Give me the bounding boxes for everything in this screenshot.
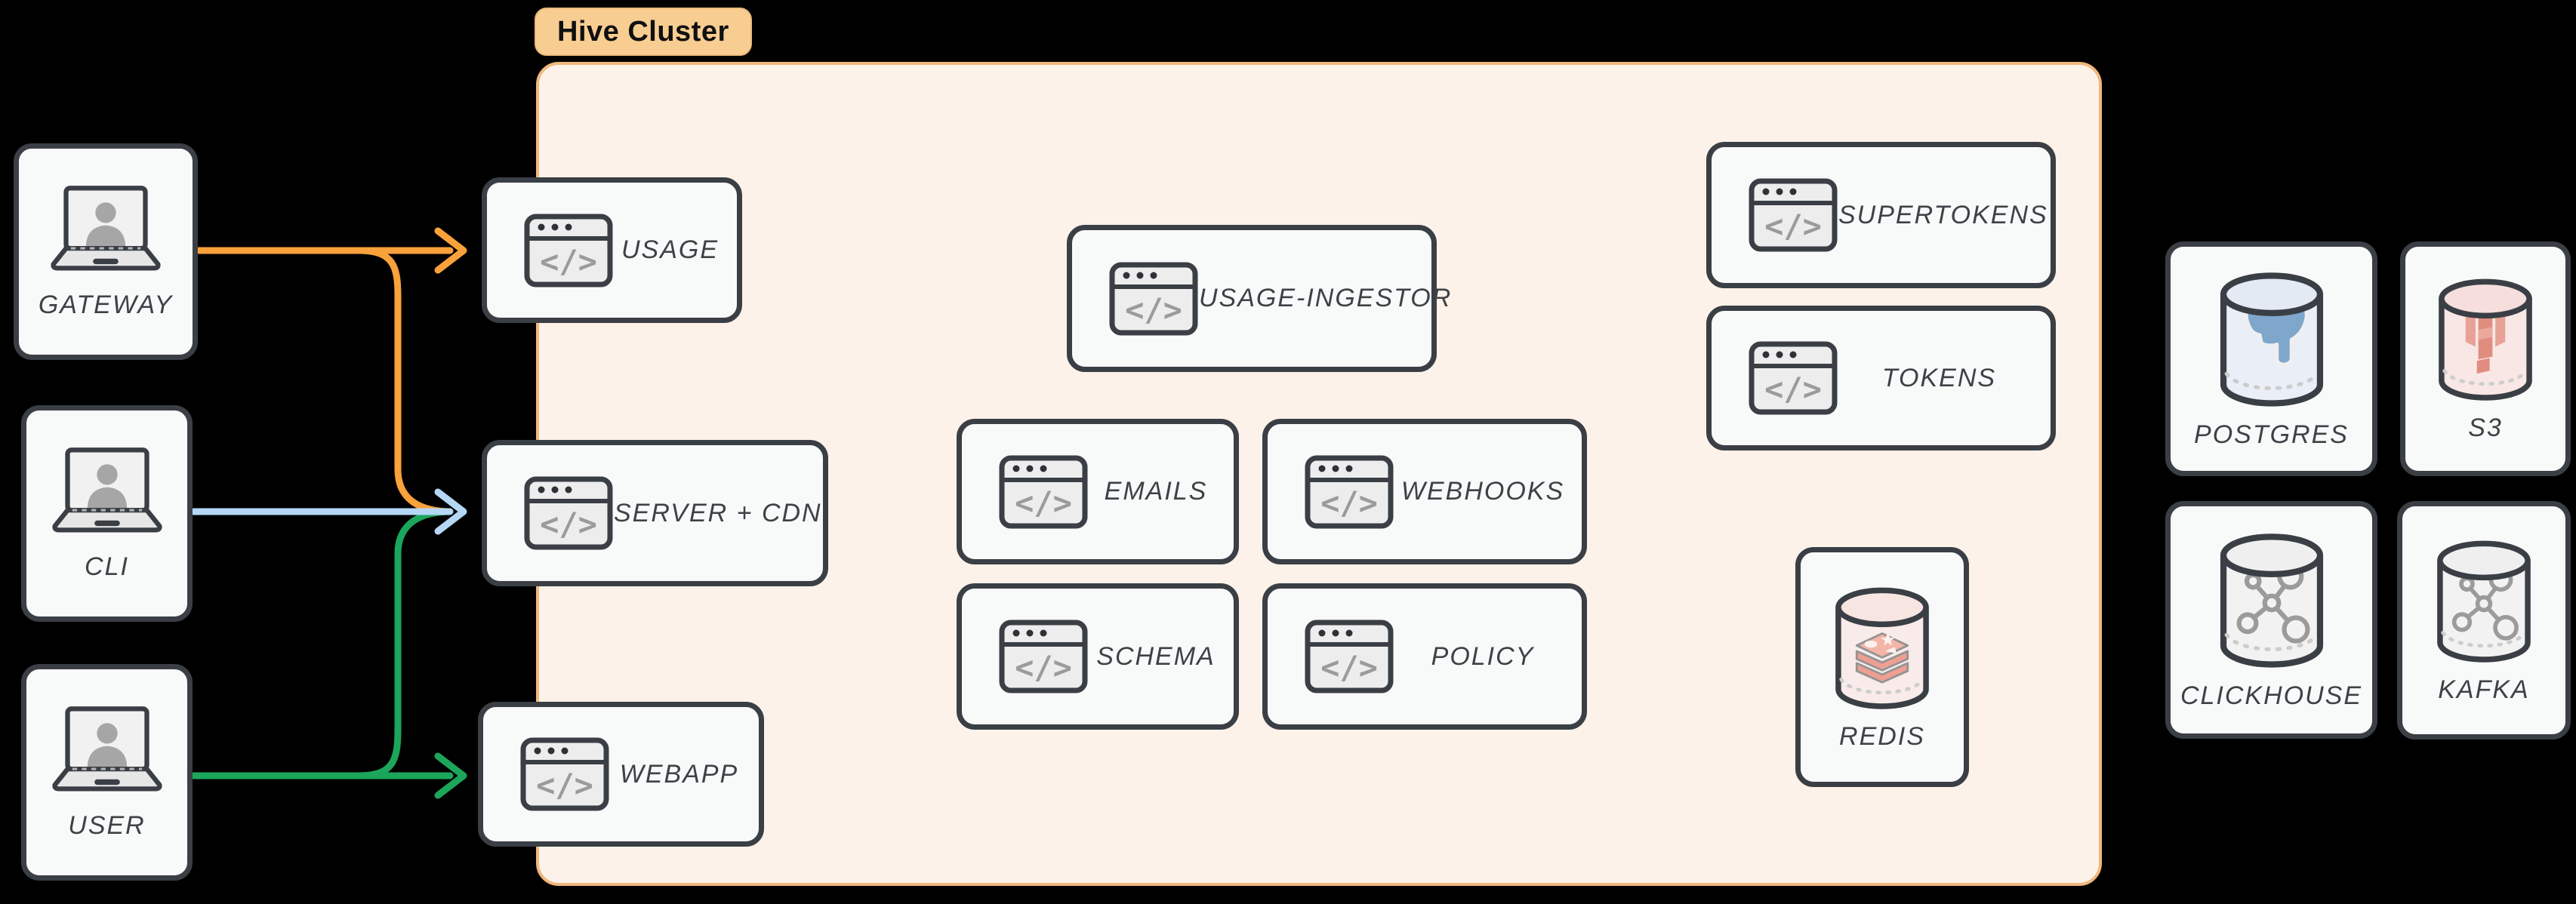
node-kafka[interactable]: KAFKA [2397,501,2571,739]
laptop-user-icon [42,183,170,278]
node-label: TOKENS [1881,363,1997,392]
node-tokens[interactable]: TOKENS [1706,306,2056,450]
flow-cli-to-server [190,488,467,535]
s3-database-icon [2428,275,2543,409]
node-policy[interactable]: POLICY [1262,583,1587,730]
node-label: EMAILS [1104,477,1208,506]
node-emails[interactable]: EMAILS [957,419,1239,564]
node-cli[interactable]: CLI [21,405,193,622]
node-usage[interactable]: USAGE [482,177,742,323]
flow-user-to-webapp-and-server [190,508,467,799]
code-window-icon [519,736,610,812]
node-label: POLICY [1431,641,1535,671]
node-server-cdn[interactable]: SERVER + CDN [482,440,828,586]
code-window-icon [1748,340,1838,416]
node-label: WEBHOOKS [1400,477,1565,506]
laptop-user-icon [43,445,171,540]
node-label: USAGE [621,235,719,264]
code-window-icon [1304,454,1394,530]
node-label: S3 [2468,414,2503,442]
molecule-database-icon [2427,537,2541,671]
node-label: SERVER + CDN [614,498,822,527]
node-label: USER [68,811,146,840]
molecule-database-icon [2208,529,2335,677]
node-clickhouse[interactable]: CLICKHOUSE [2165,501,2377,739]
node-webapp[interactable]: WEBAPP [478,702,764,847]
node-supertokens[interactable]: SUPERTOKENS [1706,142,2056,288]
code-window-icon [1748,177,1838,253]
node-user[interactable]: USER [21,664,193,881]
node-usage-ingestor[interactable]: USAGE-INGESTOR [1067,225,1450,372]
node-label: WEBAPP [619,759,739,789]
node-label: SUPERTOKENS [1838,200,2048,229]
postgres-database-icon [2208,268,2335,416]
node-gateway[interactable]: GATEWAY [14,143,198,360]
node-label: POSTGRES [2194,420,2349,449]
hive-cluster-label: Hive Cluster [535,8,752,56]
node-label: CLICKHOUSE [2180,681,2363,710]
node-label: REDIS [1839,721,1925,751]
redis-database-icon [1825,583,1940,718]
flow-gateway-to-usage-and-server [195,227,467,515]
laptop-user-icon [43,704,171,799]
node-label: SCHEMA [1096,641,1216,671]
code-window-icon [998,619,1089,694]
code-window-icon [523,213,614,288]
node-label: KAFKA [2438,675,2530,704]
node-s3[interactable]: S3 [2400,241,2571,476]
node-redis[interactable]: REDIS [1795,547,1969,787]
node-label: CLI [85,552,129,581]
node-label: USAGE-INGESTOR [1199,284,1453,312]
code-window-icon [523,475,614,551]
node-schema[interactable]: SCHEMA [957,583,1239,730]
node-webhooks[interactable]: WEBHOOKS [1262,419,1587,564]
code-window-icon [1108,261,1199,337]
code-window-icon [1304,619,1394,694]
node-label: GATEWAY [38,291,174,319]
node-postgres[interactable]: POSTGRES [2165,241,2377,476]
code-window-icon [998,454,1089,530]
